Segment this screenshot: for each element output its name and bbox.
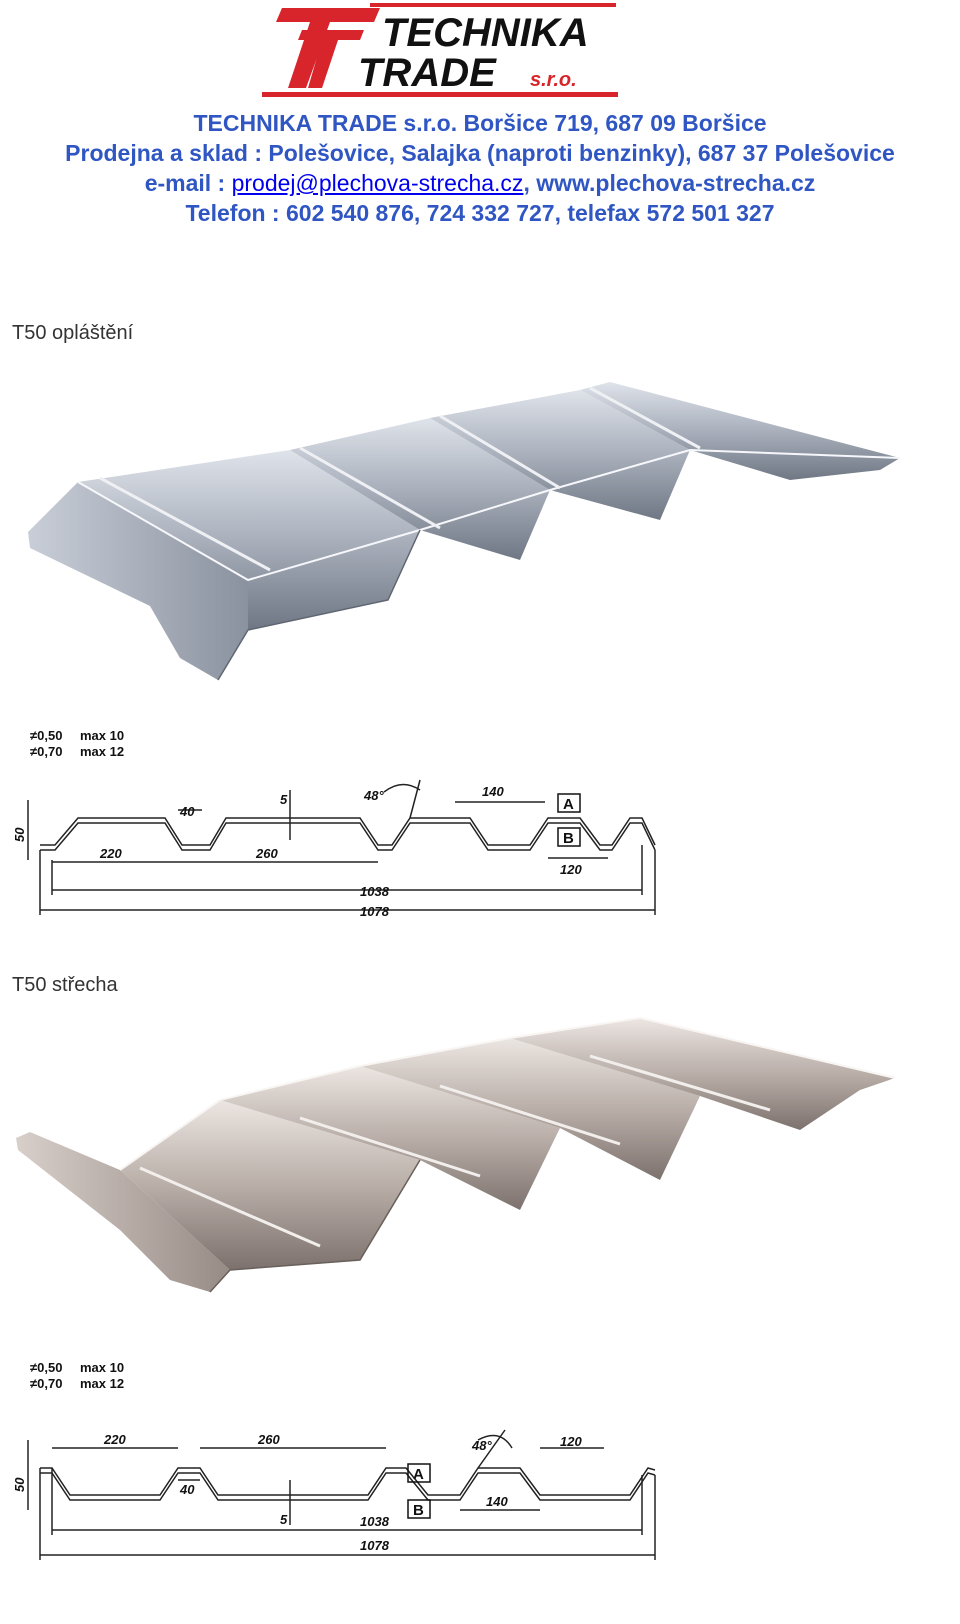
dim-angle: 48° bbox=[363, 788, 384, 803]
specs-roof: ≠0,50 max 10 ≠0,70 max 12 bbox=[30, 1360, 124, 1392]
dim-pitch-a: 120 bbox=[560, 1434, 582, 1449]
company-logo: TECHNIKA TRADE s.r.o. bbox=[262, 3, 618, 97]
dim-pitch-b: 140 bbox=[486, 1494, 508, 1509]
spec-thickness: ≠0,70 bbox=[30, 744, 63, 759]
spec-thickness: ≠0,70 bbox=[30, 1376, 63, 1391]
phone-line: Telefon : 602 540 876, 724 332 727, tele… bbox=[185, 200, 775, 226]
spec-max: max 12 bbox=[80, 744, 125, 759]
section-label-roof: T50 střecha bbox=[12, 974, 118, 996]
dim-pitch-b: 120 bbox=[560, 862, 582, 877]
dim-total: 1078 bbox=[360, 1538, 390, 1553]
spec-max: max 12 bbox=[80, 1376, 125, 1391]
dim-span1: 220 bbox=[99, 846, 122, 861]
dim-span2: 260 bbox=[257, 1432, 280, 1447]
contact-line: e-mail : prodej@plechova-strecha.cz, www… bbox=[0, 168, 960, 198]
dim-span1: 220 bbox=[103, 1432, 126, 1447]
shop-address: Prodejna a sklad : Polešovice, Salajka (… bbox=[65, 140, 895, 166]
dim-total: 1078 bbox=[360, 904, 390, 919]
dim-depth: 5 bbox=[280, 792, 288, 807]
spec-thickness: ≠0,50 bbox=[30, 1360, 63, 1375]
email-prefix: e-mail : bbox=[144, 170, 232, 196]
side-b-label: B bbox=[413, 1502, 424, 1519]
dim-span2: 260 bbox=[255, 846, 278, 861]
dim-effective: 1038 bbox=[360, 1514, 390, 1529]
dim-depth: 5 bbox=[280, 1512, 288, 1527]
spec-max: max 10 bbox=[80, 728, 125, 743]
cladding-profile-drawing: 50 40 5 48° 140 A B 120 220 260 1038 107… bbox=[12, 779, 656, 919]
spec-max: max 10 bbox=[80, 1360, 125, 1375]
dim-angle: 48° bbox=[471, 1438, 492, 1453]
spec-thickness: ≠0,50 bbox=[30, 728, 63, 743]
cladding-sheet-image bbox=[28, 382, 901, 681]
side-a-label: A bbox=[413, 1466, 424, 1483]
logo-text-trade: TRADE bbox=[358, 51, 497, 95]
dim-height: 50 bbox=[12, 827, 27, 842]
specs-cladding: ≠0,50 max 10 ≠0,70 max 12 bbox=[30, 728, 124, 760]
logo-text-technika: TECHNIKA bbox=[382, 11, 589, 55]
website-text: , www.plechova-strecha.cz bbox=[523, 170, 816, 196]
section-label-cladding: T50 opláštění bbox=[12, 322, 134, 344]
dim-height: 50 bbox=[12, 1477, 27, 1492]
side-a-label: A bbox=[563, 796, 574, 813]
dim-top-width: 40 bbox=[179, 1482, 195, 1497]
roof-profile-drawing: 50 40 5 48° 120 A B 140 220 260 1038 107… bbox=[12, 1429, 656, 1560]
email-link[interactable]: prodej@plechova-strecha.cz bbox=[231, 170, 524, 196]
side-b-label: B bbox=[563, 830, 574, 847]
dim-effective: 1038 bbox=[360, 884, 390, 899]
dim-pitch-a: 140 bbox=[482, 784, 504, 799]
company-header: TECHNIKA TRADE s.r.o. Boršice 719, 687 0… bbox=[0, 108, 960, 228]
roof-sheet-image bbox=[16, 1016, 896, 1293]
company-address: TECHNIKA TRADE s.r.o. Boršice 719, 687 0… bbox=[193, 110, 767, 136]
dim-top-width: 40 bbox=[179, 804, 195, 819]
logo-text-sro: s.r.o. bbox=[530, 69, 577, 91]
